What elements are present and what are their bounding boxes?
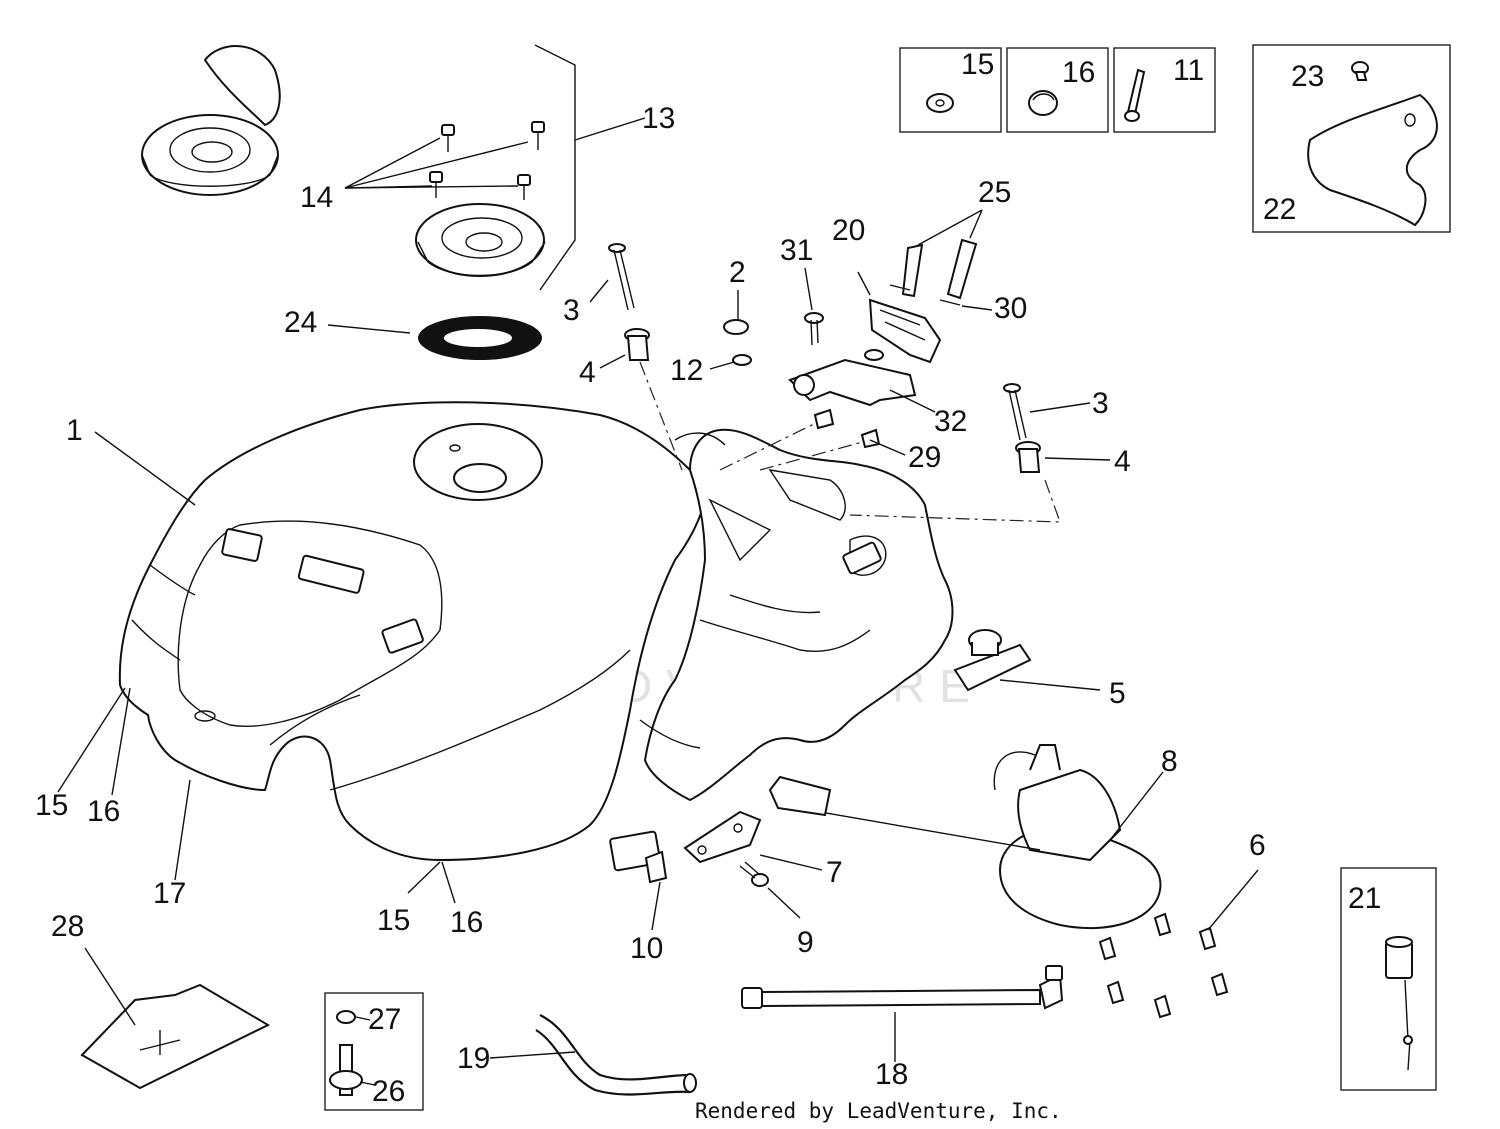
nut-10 bbox=[644, 850, 668, 884]
credit-text: Rendered by LeadVenture, Inc. bbox=[695, 1099, 1062, 1123]
callouts: 1 2 3 3 4 4 5 6 7 8 9 10 11 12 13 14 15 … bbox=[35, 48, 1381, 1108]
callout-24: 24 bbox=[284, 306, 317, 339]
gasket-plate-7 bbox=[683, 810, 762, 864]
callout-6: 6 bbox=[1249, 829, 1266, 862]
washer-27 bbox=[336, 1010, 356, 1024]
screw-23 bbox=[1351, 61, 1369, 81]
callout-26: 26 bbox=[372, 1075, 405, 1108]
callout-7: 7 bbox=[826, 856, 843, 889]
callout-3-left: 3 bbox=[563, 294, 580, 327]
callout-1: 1 bbox=[66, 414, 83, 447]
leader-lines bbox=[57, 117, 1259, 1086]
callout-22: 22 bbox=[1263, 193, 1296, 226]
fuel-pump-8 bbox=[768, 744, 1162, 929]
callout-8: 8 bbox=[1161, 745, 1178, 778]
callout-17: 17 bbox=[153, 877, 186, 910]
tank-rear-section bbox=[609, 428, 954, 872]
washer-15 bbox=[926, 93, 954, 113]
pump-screws-6 bbox=[1098, 912, 1229, 1019]
callout-9: 9 bbox=[797, 926, 814, 959]
callout-13: 13 bbox=[642, 102, 675, 135]
assembly-line-center bbox=[719, 419, 871, 471]
callout-19: 19 bbox=[457, 1042, 490, 1075]
assembly-line-left bbox=[639, 361, 683, 471]
callout-16-left: 16 bbox=[87, 795, 120, 828]
callout-29: 29 bbox=[908, 441, 941, 474]
callout-15-left: 15 bbox=[35, 789, 68, 822]
screw-9 bbox=[739, 861, 769, 887]
heat-shield-28 bbox=[80, 983, 271, 1090]
screw-3-left bbox=[608, 243, 635, 311]
callout-27: 27 bbox=[368, 1003, 401, 1036]
box-26-27 bbox=[324, 992, 424, 1111]
sensor-bracket bbox=[788, 312, 917, 407]
callout-21: 21 bbox=[1348, 882, 1381, 915]
callout-12: 12 bbox=[670, 354, 703, 387]
spacer-4-right bbox=[1015, 441, 1041, 473]
grommet-16 bbox=[1028, 90, 1058, 116]
box-22-23 bbox=[1252, 44, 1451, 233]
callout-5: 5 bbox=[1109, 677, 1126, 710]
box-21 bbox=[1340, 867, 1437, 1091]
callout-32: 32 bbox=[934, 405, 967, 438]
box-16 bbox=[1006, 47, 1109, 133]
callout-28: 28 bbox=[51, 910, 84, 943]
bracket-22 bbox=[1307, 93, 1438, 227]
screw-3-right bbox=[1003, 383, 1027, 441]
callout-4-left: 4 bbox=[579, 356, 596, 389]
filler-cap-closed bbox=[415, 203, 546, 277]
gasket bbox=[418, 316, 542, 360]
bolt-11 bbox=[1124, 68, 1146, 122]
sensor-21 bbox=[1385, 936, 1413, 1071]
fuel-hose-18 bbox=[741, 965, 1064, 1010]
callout-16-bottom: 16 bbox=[450, 906, 483, 939]
callout-16-box: 16 bbox=[1062, 56, 1095, 89]
callout-14: 14 bbox=[300, 181, 333, 214]
callout-25: 25 bbox=[978, 176, 1011, 209]
callout-15-box: 15 bbox=[961, 48, 994, 81]
callout-11: 11 bbox=[1173, 54, 1204, 87]
callout-23: 23 bbox=[1291, 60, 1324, 93]
pins-25 bbox=[889, 238, 978, 306]
callout-31: 31 bbox=[780, 234, 813, 267]
breather-hose-19 bbox=[535, 1014, 697, 1096]
plug-2 bbox=[723, 319, 752, 366]
rubber-strip-5 bbox=[953, 629, 1032, 692]
callout-30: 30 bbox=[994, 292, 1027, 325]
callout-10: 10 bbox=[630, 932, 663, 965]
callout-3-right: 3 bbox=[1092, 387, 1109, 420]
box-15 bbox=[899, 47, 1002, 133]
spacer-4-left bbox=[624, 328, 650, 361]
nuts-29 bbox=[813, 408, 881, 449]
sensor-20 bbox=[868, 298, 942, 364]
callout-18: 18 bbox=[875, 1058, 908, 1091]
callout-15-bottom: 15 bbox=[377, 904, 410, 937]
callout-20: 20 bbox=[832, 214, 865, 247]
bolt-26 bbox=[329, 1044, 363, 1096]
filler-screws bbox=[429, 121, 545, 200]
box-11 bbox=[1113, 47, 1216, 133]
filler-cap-open bbox=[141, 45, 281, 196]
fuel-tank bbox=[118, 401, 707, 862]
callout-2: 2 bbox=[729, 256, 746, 289]
callout-4-right: 4 bbox=[1114, 445, 1131, 478]
